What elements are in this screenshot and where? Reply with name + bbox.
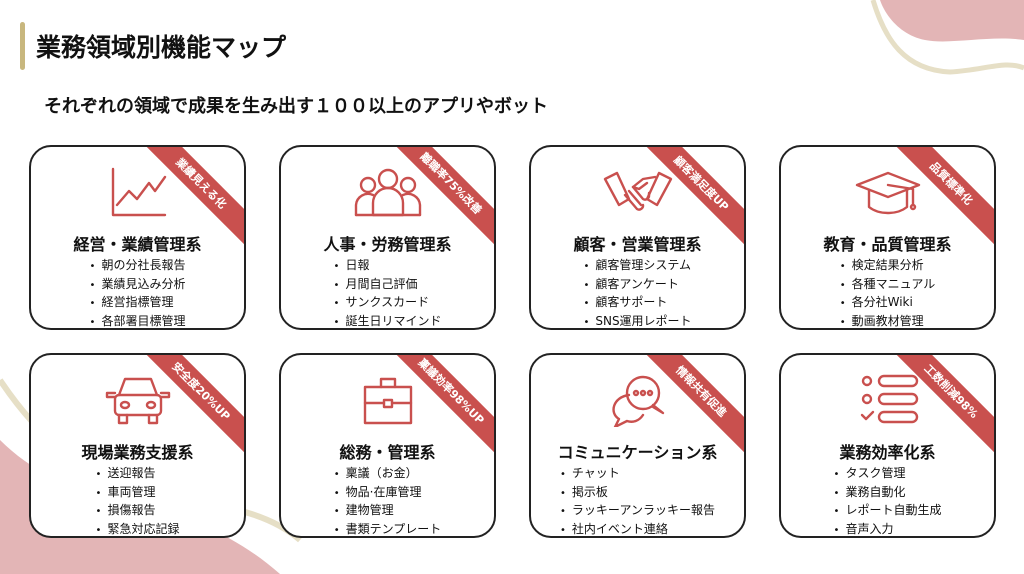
briefcase-icon [363,377,412,425]
card-title: 人事・労務管理系 [323,235,452,254]
feature-card: 稟議効率98%UP 総務・管理系 稟議（お金）物品·在庫管理建物管理書類テンプレ… [279,353,496,538]
graduation-cap-icon [855,171,920,215]
card-title: 業務効率化系 [839,443,936,462]
list-item: 各種マニュアル [840,276,936,295]
list-item: 稟議（お金） [334,465,442,484]
list-item: 掲示板 [560,484,715,503]
feature-list: 朝の分社長報告業績見込み分析経営指標管理各部署目標管理 [90,257,186,329]
list-item: 顧客管理システム [583,257,691,276]
list-item: ラッキーアンラッキー報告 [560,502,715,521]
feature-list: 稟議（お金）物品·在庫管理建物管理書類テンプレート [334,465,442,537]
list-item: 顧客アンケート [583,276,691,295]
list-item: サンクスカード [334,294,442,313]
feature-list: 送迎報告車両管理損傷報告緊急対応記録 [96,465,180,537]
feature-list: 顧客管理システム顧客アンケート顧客サポートSNS運用レポート [583,257,691,329]
feature-card: 品質標準化 教育・品質管理系 検定結果分析各種マニュアル各分社Wiki動画教材管… [779,145,996,330]
list-item: 建物管理 [334,502,442,521]
list-item: 各部署目標管理 [90,313,185,329]
card-title: 顧客・営業管理系 [573,235,702,254]
checklist-icon [860,374,918,424]
car-icon [105,377,170,425]
list-item: 車両管理 [96,484,180,503]
list-item: 経営指標管理 [90,294,186,313]
feature-list: 日報月間自己評価サンクスカード誕生日リマインド [334,257,442,329]
feature-list: タスク管理業務自動化レポート自動生成音声入力 [834,465,942,537]
handshake-icon [603,171,672,211]
list-item: 社内イベント連絡 [560,521,715,537]
people-icon [354,168,421,217]
card-title: コミュニケーション系 [557,443,718,462]
feature-card: 情報共有促進 コミュニケーション系 チャット掲示板ラッキーアンラッキー報告社内イ… [529,353,746,538]
feature-card: 顧客満足度UP 顧客・営業管理系 顧客管理システム顧客アンケート顧客サポートSN… [529,145,746,330]
list-item: 日報 [334,257,442,276]
list-item: 動画教材管理 [840,313,936,329]
list-item: 検定結果分析 [840,257,936,276]
feature-card: 工数削減98% 業務効率化系 タスク管理業務自動化レポート自動生成音声入力 [779,353,996,538]
list-item: 物品·在庫管理 [334,484,442,503]
feature-list: 検定結果分析各種マニュアル各分社Wiki動画教材管理 [840,257,936,329]
card-title: 総務・管理系 [339,443,436,462]
list-item: 送迎報告 [96,465,180,484]
card-title: 現場業務支援系 [81,443,194,462]
list-item: 顧客サポート [583,294,691,313]
feature-card: 業績見える化 経営・業績管理系 朝の分社長報告業績見込み分析経営指標管理各部署目… [29,145,246,330]
chart-line-icon [111,167,166,217]
list-item: 書類テンプレート [334,521,442,537]
feature-card: 離職率75%改善 人事・労務管理系 日報月間自己評価サンクスカード誕生日リマイン… [279,145,496,330]
feature-list: チャット掲示板ラッキーアンラッキー報告社内イベント連絡 [560,465,715,537]
list-item: 音声入力 [834,521,942,537]
list-item: 月間自己評価 [334,276,442,295]
page-subtitle: それぞれの領域で成果を生み出す１００以上のアプリやボット [44,96,548,117]
card-title: 教育・品質管理系 [823,235,952,254]
list-item: 損傷報告 [96,502,180,521]
list-item: 誕生日リマインド [334,313,441,329]
title-accent-bar [20,22,25,70]
list-item: 各分社Wiki [840,294,936,313]
feature-card: 安全度20%UP 現場業務支援系 送迎報告車両管理損傷報告緊急対応記録 [29,353,246,538]
chat-bubbles-icon [611,375,664,427]
list-item: 朝の分社長報告 [90,257,185,276]
card-title: 経営・業績管理系 [73,235,202,254]
list-item: SNS運用レポート [583,313,691,329]
list-item: チャット [560,465,715,484]
list-item: レポート自動生成 [834,502,941,521]
page-title: 業務領域別機能マップ [36,33,287,62]
list-item: タスク管理 [834,465,942,484]
list-item: 緊急対応記録 [96,521,179,537]
list-item: 業務自動化 [834,484,942,503]
list-item: 業績見込み分析 [90,276,185,295]
